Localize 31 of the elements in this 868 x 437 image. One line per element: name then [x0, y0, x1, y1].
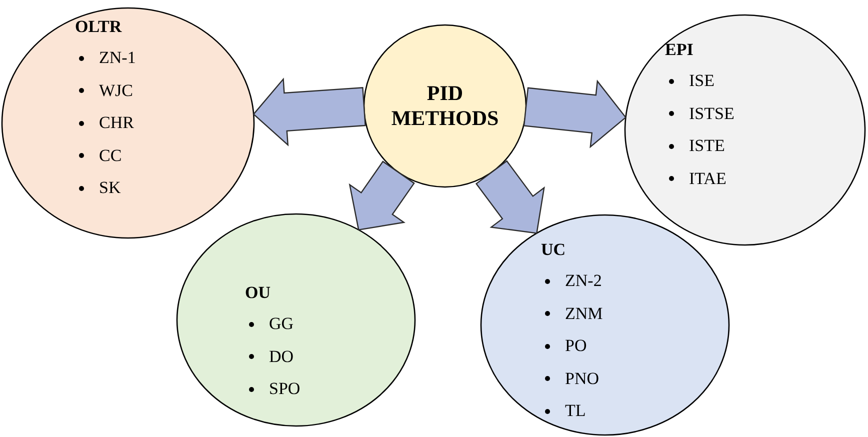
block-arrow — [475, 160, 545, 234]
group-heading: OLTR — [75, 16, 122, 38]
method-ellipse — [624, 14, 866, 246]
center-circle — [363, 24, 527, 188]
method-item: GG — [269, 314, 294, 334]
method-item: ISTSE — [689, 104, 734, 124]
method-item: ITAE — [689, 168, 726, 189]
method-item: WJC — [99, 80, 133, 101]
method-item: ISE — [689, 71, 714, 92]
method-ellipse — [176, 213, 416, 427]
group-heading: OU — [245, 282, 270, 304]
method-ellipse — [480, 214, 730, 436]
method-item: ISTE — [689, 136, 725, 156]
block-arrow — [523, 80, 627, 148]
method-item: CC — [99, 146, 122, 166]
center-title: PID METHODS — [390, 81, 500, 131]
method-item: ZN-1 — [99, 48, 136, 68]
method-item: ZNM — [565, 304, 603, 324]
method-item: PO — [565, 336, 587, 356]
method-item: CHR — [99, 113, 134, 134]
method-item: ZN-2 — [565, 271, 602, 292]
method-item: TL — [565, 401, 586, 422]
group-heading: UC — [541, 239, 566, 261]
method-item: DO — [269, 346, 294, 367]
block-arrow — [348, 160, 415, 230]
block-arrow — [252, 78, 366, 146]
method-ellipse — [1, 7, 255, 239]
group-heading: EPI — [665, 39, 694, 61]
method-item: SK — [99, 178, 121, 198]
method-item: PNO — [565, 368, 600, 389]
method-item: SPO — [269, 379, 300, 400]
